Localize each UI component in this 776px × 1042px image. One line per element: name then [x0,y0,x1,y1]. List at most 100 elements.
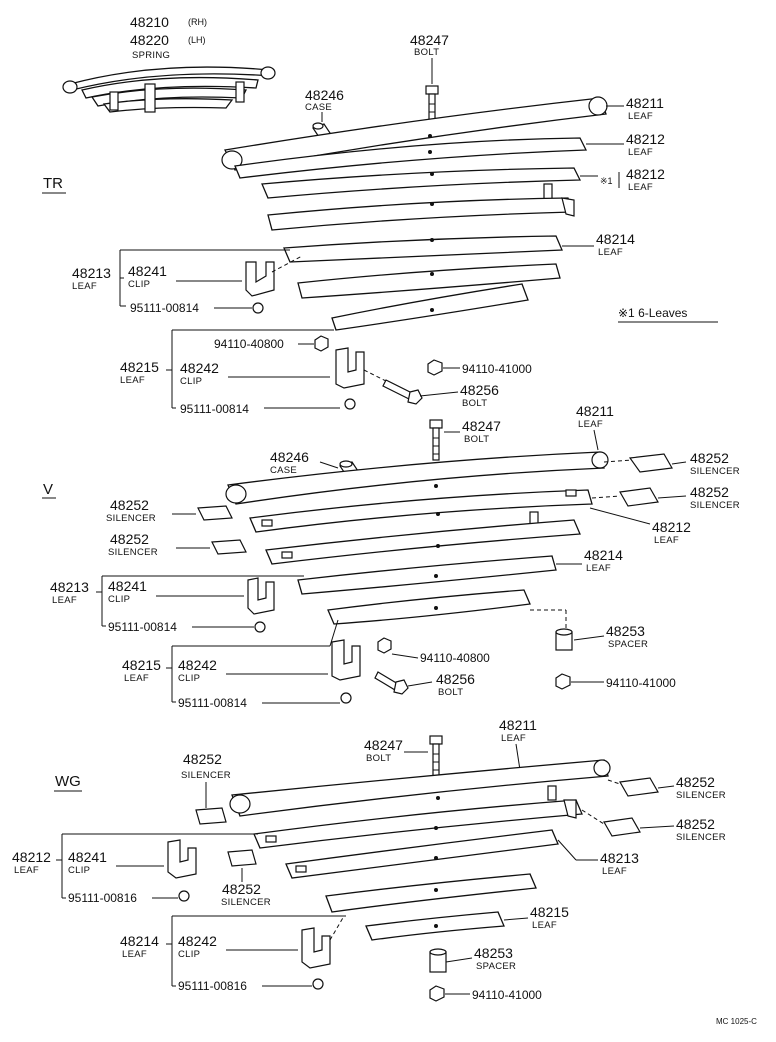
tr-nut-94110-40800: 94110-40800 [214,337,284,351]
v-leaf-48213-number: 48213 [50,579,89,595]
clip-48241-tr [245,261,275,297]
wg-leaf-48214-name: LEAF [122,949,147,960]
tr-leaf-48212-c [267,197,573,231]
rh-label: (RH) [188,17,207,27]
wg-leaf-48211-name: LEAF [501,733,526,744]
wg-silencer-top-number: 48252 [183,751,222,767]
wg-bolt-48247-name: BOLT [366,753,391,764]
tr-bolt-48256-number: 48256 [460,382,499,398]
footer-code: MC 1025-C [716,1017,757,1026]
tr-leaf-48212-b [261,167,582,199]
wg-leaf-48213 [285,829,559,879]
wg-leaf-48215-name: LEAF [532,920,557,931]
silencer-wg-r1 [619,777,659,797]
spacer-48253-v [555,628,573,651]
wg-bolt-48247-number: 48247 [364,737,403,753]
spring-lh-number: 48220 [130,32,169,48]
v-bolt-48247-name: BOLT [464,434,489,445]
leaf-stack-tr [221,96,608,331]
v-silencer-l2-name: SILENCER [108,547,158,558]
tr-rivet-a: 95111-00814 [130,301,199,315]
v-silencer-l2-number: 48252 [110,531,149,547]
tr-case-48246-number: 48246 [305,87,344,103]
tr-clip-48241-name: CLIP [128,279,150,290]
wg-leaf-48212 [253,799,583,849]
wg-silencer-mid-name: SILENCER [221,897,271,908]
tr-leaf-48213-name: LEAF [72,281,97,292]
silencer-v-l1 [197,505,233,521]
nut-94110-41000-v [555,673,571,690]
tr-leaf-48215-number: 48215 [120,359,159,375]
v-leaf-48214-number: 48214 [584,547,623,563]
tr-case-48246-name: CASE [305,102,332,113]
v-nut-94110-40800: 94110-40800 [420,651,490,665]
v-leaf-48212-a [249,489,593,533]
tr-leaf-48212a-name: LEAF [628,147,653,158]
nut-94110-41000-tr [427,359,443,376]
tr-leaf-48212b-mark: ※1 [600,176,613,186]
nut-94110-40800-v [377,637,392,654]
v-case-48246-number: 48246 [270,449,309,465]
wg-nut-94110-41000: 94110-41000 [472,988,542,1002]
wg-leaf-48214-number: 48214 [120,933,159,949]
v-nut-94110-41000: 94110-41000 [606,676,676,690]
tr-clip-48242-name: CLIP [180,376,202,387]
bolt-48247-v [429,419,443,461]
v-silencer-r1-number: 48252 [690,450,729,466]
v-bolt-48247-number: 48247 [462,418,501,434]
tr-leaf-48211-number: 48211 [626,95,664,111]
wg-leaf-48215 [325,873,537,913]
tr-bolt-48247-name: BOLT [414,47,439,58]
header: 48210 (RH) 48220 (LH) SPRING [62,14,276,113]
wg-silencer-mid-number: 48252 [222,881,261,897]
wg-silencer-r2-number: 48252 [676,816,715,832]
silencer-wg-top [195,807,227,825]
tr-leaf-48212-a [234,137,588,179]
v-spacer-48253-number: 48253 [606,623,645,639]
lh-label: (LH) [188,35,206,45]
leaf-stack-v [225,451,609,625]
v-leaf-48211-number: 48211 [576,403,614,419]
assembled-spring-drawing [62,66,276,113]
nut-94110-40800-tr [314,335,329,352]
tr-leaf-48211-name: LEAF [628,111,653,122]
tr-leaf-48212a-number: 48212 [626,131,665,147]
clip-48241-v [247,577,275,615]
v-silencer-r1-name: SILENCER [690,466,740,477]
section-v: V 48247 BOLT 48211 LEAF 48246 CASE [42,403,740,710]
v-spacer-48253-name: SPACER [608,639,648,650]
wg-rivet-a: 95111-00816 [68,891,137,905]
v-rivet-a: 95111-00814 [108,620,177,634]
v-leaf-48212-number: 48212 [652,519,691,535]
silencer-v-r2 [619,487,659,507]
section-label-tr: TR [43,175,63,192]
wg-spacer-48253-name: SPACER [476,961,516,972]
wg-clip-48242-number: 48242 [178,933,217,949]
spacer-48253-wg [429,948,447,973]
clip-48241-wg [167,839,197,879]
v-silencer-r2-number: 48252 [690,484,729,500]
wg-leaf-48212-number: 48212 [12,849,51,865]
v-leaf-48213-name: LEAF [52,595,77,606]
tr-leaf-48211 [224,97,607,171]
silencer-v-l2 [211,539,247,555]
v-leaf-48214 [297,555,557,595]
wg-leaf-48211-number: 48211 [499,717,537,733]
v-leaf-48215-number: 48215 [122,657,161,673]
wg-clip-48242-name: CLIP [178,949,200,960]
section-tr: TR 48247 BOLT 48246 CASE [42,32,718,416]
v-case-48246-name: CASE [270,465,297,476]
tr-leaf-48212b-number: 48212 [626,166,665,182]
silencer-wg-r2 [603,817,641,837]
v-silencer-l1-number: 48252 [110,497,149,513]
note-six-leaves: ※1 6-Leaves [618,306,687,320]
v-clip-48241-number: 48241 [108,578,147,594]
tr-clip-48242-number: 48242 [180,360,219,376]
v-leaf-48214-name: LEAF [586,563,611,574]
v-leaf-48215-name: LEAF [124,673,149,684]
tr-bolt-48256-name: BOLT [462,398,487,409]
v-leaf-48212-name: LEAF [654,535,679,546]
nut-94110-41000-wg [429,985,445,1002]
tr-leaf-48214-number: 48214 [596,231,635,247]
